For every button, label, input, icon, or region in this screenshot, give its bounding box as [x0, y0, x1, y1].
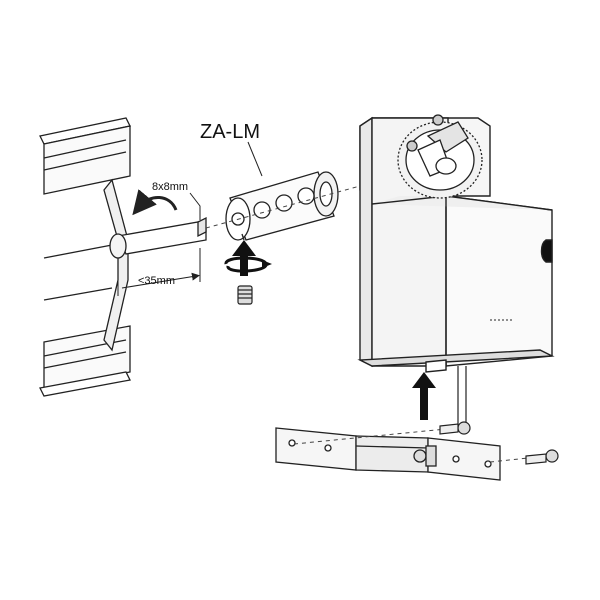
mounting-bracket — [275, 427, 501, 481]
rotate-arrow-icon — [132, 189, 178, 216]
shaft-length-dimension — [117, 248, 201, 296]
alignment-axis — [205, 185, 361, 229]
bracket-screw-icon — [525, 449, 559, 465]
set-screw-icon — [237, 285, 253, 305]
actuator-clamp — [397, 114, 483, 199]
damper-shaft — [109, 216, 207, 259]
shaft-length-label: <35mm — [138, 275, 175, 287]
mount-up-arrow-icon — [412, 372, 436, 420]
anti-rotation-rod — [457, 366, 467, 428]
product-label: ZA-LM — [200, 121, 260, 143]
shaft-size-label: 8x8mm — [152, 181, 188, 193]
adapter-sleeve — [225, 171, 339, 241]
bracket-screw-icon — [439, 421, 471, 435]
